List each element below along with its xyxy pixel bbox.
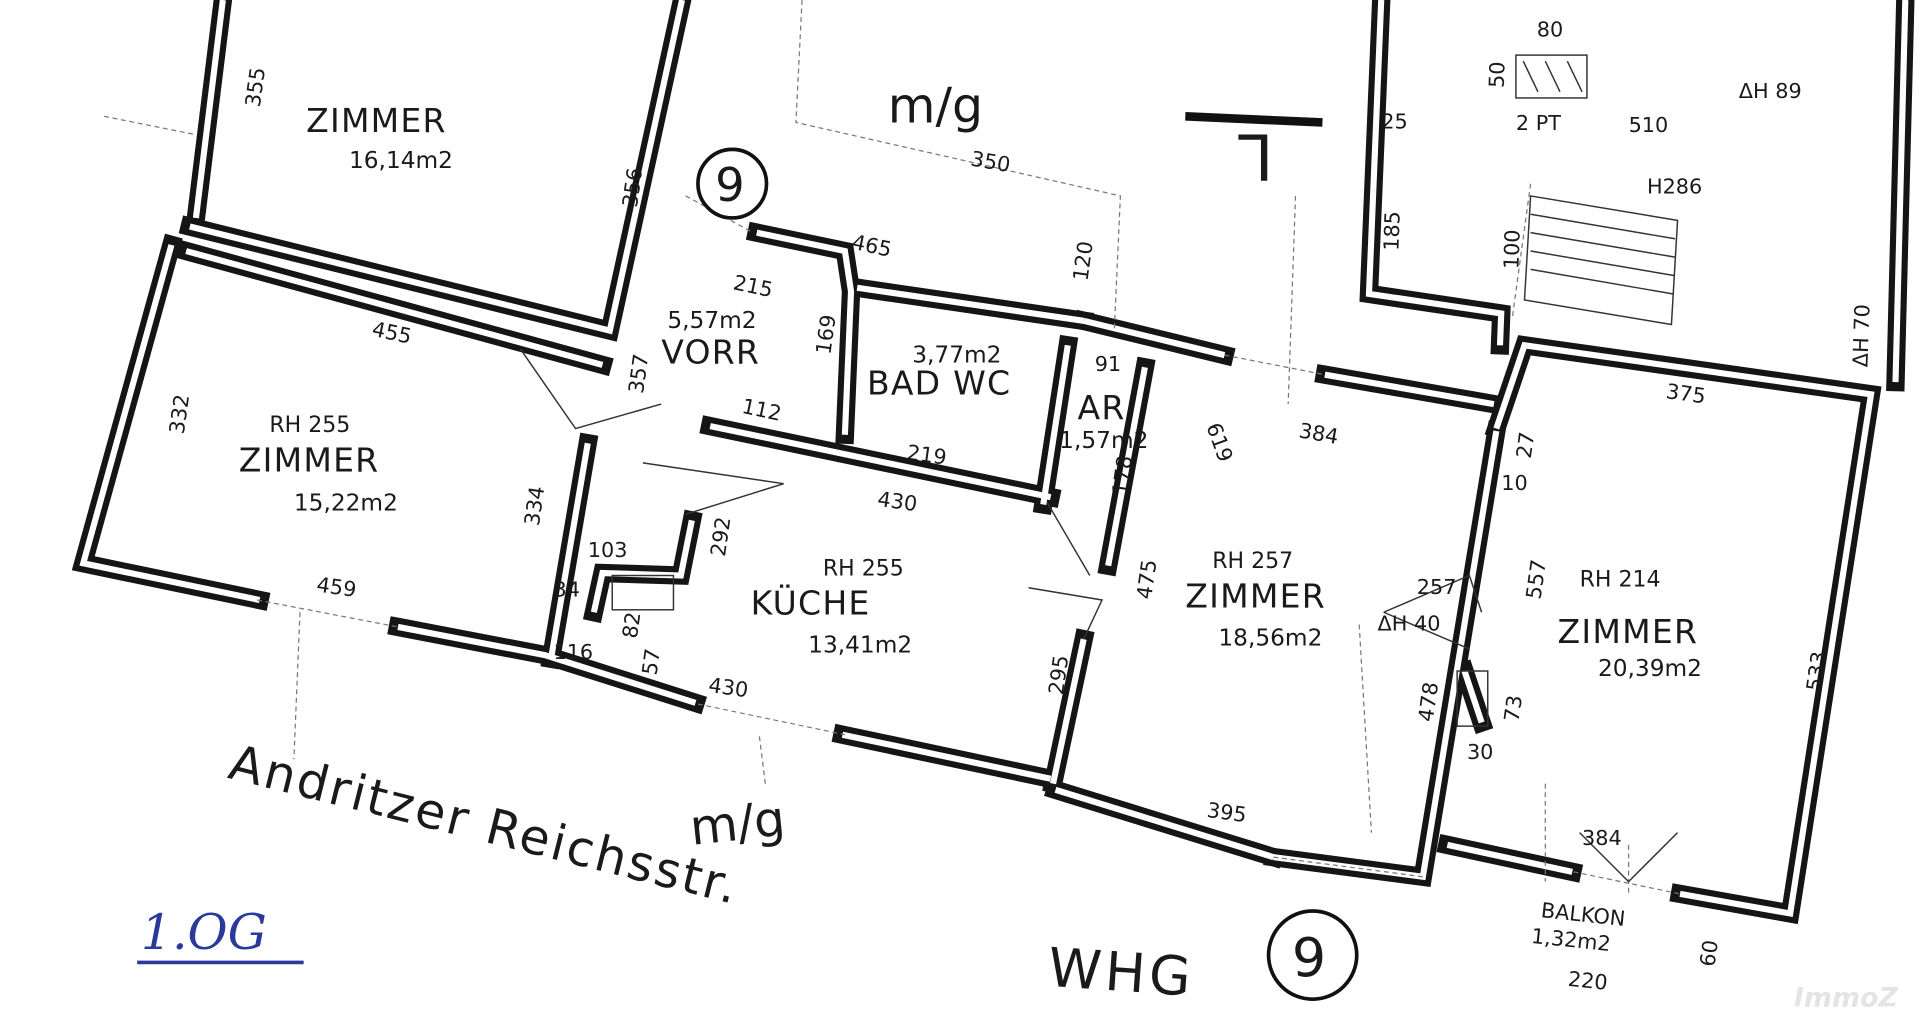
dim-label: 430: [876, 487, 919, 516]
mg-symbol-bottom: m/g: [687, 790, 788, 857]
dim-label: 103: [588, 538, 628, 562]
room-area: 13,41m2: [808, 632, 912, 659]
dim-label: 356: [618, 166, 647, 209]
room-zimmer-left: RH 255 ZIMMER 15,22m2: [239, 413, 398, 516]
unit-number: 9: [1292, 926, 1326, 989]
dim-label: 357: [624, 352, 653, 395]
dim-label: 91: [1095, 352, 1121, 376]
unit-circle-icon: [696, 147, 769, 220]
room-name: AR: [1078, 388, 1126, 427]
room-area: 1,32m2: [1530, 924, 1612, 956]
dim-label: 185: [1379, 211, 1404, 252]
dim-label: 257: [1417, 575, 1457, 599]
room-zimmer-right: RH 214 ZIMMER 20,39m2: [1558, 568, 1702, 682]
unit-circle-bottom-icon: [1266, 909, 1359, 1002]
dim-label: 112: [740, 394, 784, 426]
dim-label: 478: [1414, 680, 1443, 723]
room-height: RH 257: [1212, 549, 1293, 574]
dim-label: 455: [370, 317, 414, 349]
dim-label: 100: [1499, 229, 1524, 270]
dim-label: 57: [638, 647, 665, 677]
dim-label: 120: [1069, 240, 1098, 283]
room-balkon: BALKON 1,32m2: [1530, 898, 1626, 956]
dim-label: 10: [1501, 471, 1527, 495]
delta-h-label: ΔH 89: [1739, 79, 1802, 103]
room-name: VORR: [661, 333, 760, 372]
dim-label: 295: [1044, 654, 1073, 697]
dim-label: 30: [1467, 740, 1493, 764]
construction-lines: [103, 0, 1681, 1002]
dim-label: 334: [520, 485, 549, 528]
floor-label: 1.OG: [141, 904, 267, 961]
dim-label: 533: [1802, 650, 1831, 693]
dim-label: 619: [1201, 420, 1237, 466]
dim-label: 395: [1205, 798, 1248, 827]
dim-label: 169: [811, 313, 840, 356]
dim-label: 219: [905, 440, 948, 469]
dim-label: 475: [1132, 558, 1161, 601]
dim-label: 355: [241, 66, 270, 109]
room-height: RH 214: [1580, 568, 1661, 593]
room-area: 15,22m2: [294, 490, 398, 517]
room-area: 5,57m2: [667, 307, 756, 334]
room-area: 20,39m2: [1598, 655, 1702, 682]
room-height: RH 255: [823, 557, 904, 582]
dim-label: 384: [1582, 826, 1622, 850]
dim-label: 60: [1695, 938, 1722, 968]
room-kueche: RH 255 KÜCHE 13,41m2: [751, 557, 913, 659]
room-zimmer-top: ZIMMER 16,14m2: [306, 101, 453, 174]
dim-label: 350: [969, 147, 1012, 178]
dim-label: 73: [1500, 694, 1527, 724]
dim-label: 27: [1512, 430, 1539, 460]
dim-label: 384: [1297, 418, 1340, 449]
room-area: 18,56m2: [1218, 624, 1322, 651]
dim-label: 215: [731, 270, 775, 302]
room-height: RH 255: [269, 413, 350, 438]
street-name: Andritzer Reichsstr.: [224, 734, 746, 916]
corner-mark: L: [1237, 119, 1273, 193]
watermark: ImmoZ: [1794, 983, 1899, 1014]
dim-label: 25: [1381, 110, 1407, 134]
room-name: ZIMMER: [306, 101, 447, 140]
stair-label: 2 PT: [1516, 111, 1561, 135]
room-area: 16,14m2: [349, 147, 453, 174]
dim-label: 510: [1629, 113, 1669, 137]
room-name: ZIMMER: [1185, 576, 1326, 615]
room-ar: AR 1,57m2: [1059, 388, 1148, 454]
dimension-labels: 355 356 455 332 459 334 357 215 465 350 …: [165, 18, 1831, 995]
room-name: KÜCHE: [751, 583, 871, 623]
annotations: 2 PT ΔH 89 H286 ΔH 70 ΔH 40 257 m/g m/g …: [687, 77, 1874, 1008]
dim-label: 375: [1665, 379, 1708, 408]
room-bad-wc: 3,77m2 BAD WC: [867, 341, 1011, 402]
dim-label: 220: [1567, 967, 1609, 995]
room-name: ZIMMER: [1558, 612, 1699, 651]
dim-label: 34: [553, 577, 579, 601]
room-area: 3,77m2: [912, 341, 1001, 368]
unit-label: WHG: [1046, 936, 1197, 1009]
unit-circle-number: 9: [715, 158, 745, 212]
dim-label: 332: [165, 393, 194, 436]
dim-label: 465: [850, 230, 894, 262]
room-name: ZIMMER: [239, 440, 380, 479]
room-zimmer-mid: RH 257 ZIMMER 18,56m2: [1185, 549, 1326, 651]
dim-label: 80: [1537, 18, 1563, 42]
dim-label: 430: [707, 673, 750, 702]
room-name: BAD WC: [867, 363, 1011, 402]
dim-label: 178: [1108, 454, 1137, 497]
room-area: 1,57m2: [1059, 427, 1148, 454]
dim-label: 459: [315, 573, 358, 602]
mg-symbol-top: m/g: [888, 77, 983, 134]
dim-label: 50: [1485, 61, 1510, 88]
delta-h-label: ΔH 40: [1378, 612, 1441, 636]
delta-h-label: ΔH 70: [1848, 304, 1874, 368]
dim-label: 557: [1522, 558, 1551, 601]
height-label: H286: [1647, 174, 1702, 198]
dim-label: 116: [553, 640, 593, 664]
room-vorr: 5,57m2 VORR: [661, 307, 760, 372]
dim-label: 292: [706, 515, 735, 558]
dim-label: 82: [618, 610, 645, 640]
